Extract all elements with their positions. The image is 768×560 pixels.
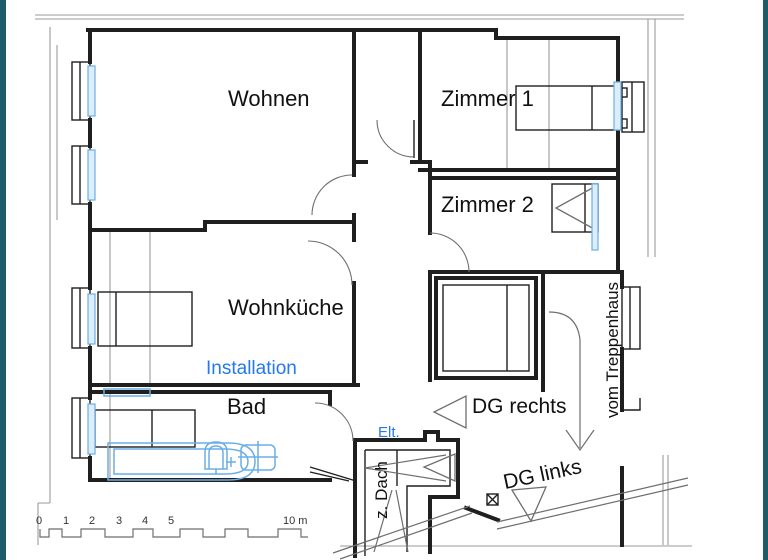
fixtures [87, 65, 622, 481]
stair-direction-triangle-icon [422, 453, 456, 483]
thin-details [71, 61, 645, 556]
annotation-z-dach: z. Dach [372, 461, 391, 519]
door-arc-corridor [429, 232, 470, 273]
wall-step [622, 398, 641, 411]
storage-closet [434, 276, 538, 380]
door-arcs [307, 119, 470, 442]
scale-tick-label: 1 [63, 515, 69, 527]
room-label-wohnen: Wohnen [228, 86, 310, 111]
window-glazing-icon [87, 403, 96, 455]
desk-icon [551, 183, 599, 233]
x-box-icon [486, 493, 499, 506]
radiator-icon [103, 388, 151, 397]
bed-icon [97, 291, 193, 347]
window-glazing-icon [591, 183, 599, 251]
scale-tick-label: 5 [168, 515, 174, 527]
window-glazing-icon [87, 149, 96, 201]
room-label-wohnkueche: Wohnküche [228, 295, 344, 320]
room-label-bad: Bad [227, 394, 266, 419]
toilet-icon [204, 441, 228, 474]
roof-window-triangle-icon [554, 184, 597, 232]
window-bay-icon [617, 81, 645, 133]
entrance-triangle-dg-links-icon [510, 486, 548, 523]
scale-tick-label: 3 [116, 515, 122, 527]
window-bay-icon [71, 61, 91, 459]
sink-icon [238, 441, 278, 473]
arrow-from-stairwell [548, 311, 595, 452]
window-glazing-icon [87, 293, 96, 345]
scale-tick-label: 2 [89, 515, 95, 527]
stair-run-lines [332, 311, 689, 560]
window-glazing-icon [613, 81, 622, 131]
annotation-installation: Installation [206, 358, 297, 379]
room-label-zimmer1: Zimmer 1 [441, 86, 534, 111]
scale-tick-label: 4 [142, 515, 148, 527]
closet-shelf-lines [442, 284, 530, 372]
bathtub-icon [107, 442, 256, 481]
window-frame-left [0, 0, 6, 560]
window-bay-icon [621, 286, 641, 350]
door-arc-wohnkueche [307, 240, 353, 286]
annotation-vom-treppenhaus: vom Treppenhaus [603, 282, 622, 418]
scale-end-label: 10 m [283, 515, 307, 527]
window-glazing-icon [87, 65, 96, 117]
roof-contour-lines [35, 14, 692, 547]
door-arc-hall [376, 119, 415, 158]
sloped-wall [309, 466, 357, 482]
entrance-triangle-dg-rechts-icon [432, 394, 467, 430]
door-arc-wohnen [311, 174, 353, 216]
window-frame-right [763, 0, 768, 560]
roof-slope-lines [109, 40, 550, 478]
scale-tick-label: 0 [36, 515, 42, 527]
annotation-dg-links: DG links [501, 455, 583, 494]
door-arc-entry [314, 402, 354, 442]
annotation-elt: Elt. [378, 424, 400, 441]
scale-bar: 0 1 2 3 4 5 10 m [36, 515, 308, 538]
room-labels: Wohnen Zimmer 1 Zimmer 2 Wohnküche Bad [227, 86, 534, 419]
room-label-zimmer2: Zimmer 2 [441, 192, 534, 217]
annotation-dg-rechts: DG rechts [472, 395, 567, 418]
